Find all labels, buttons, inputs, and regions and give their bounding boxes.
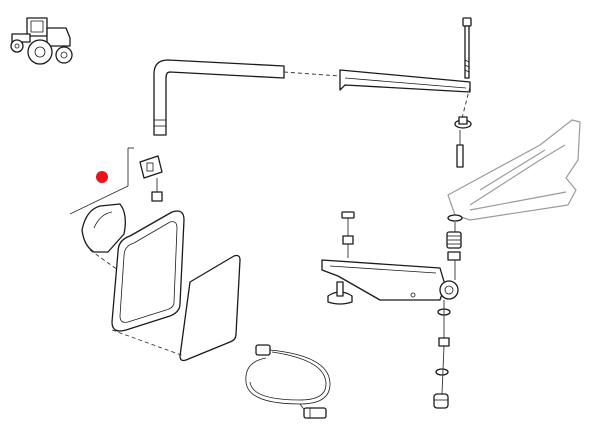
spring-stack[interactable] [446,231,462,249]
cable-harness[interactable] [245,344,331,419]
mirror-frame[interactable] [111,210,185,332]
long-bolt[interactable] [462,17,472,79]
pivot-pin[interactable] [456,144,464,168]
washer-bottom[interactable] [435,368,449,376]
tractor-icon[interactable] [10,17,73,65]
mirror-arm-rod[interactable] [153,59,341,136]
mirror-glass[interactable] [179,254,241,362]
clip-nut[interactable] [151,191,163,202]
lower-arm-bracket[interactable] [321,259,459,301]
mirror-clip[interactable] [139,155,163,179]
washer-mid[interactable] [447,214,463,222]
nut-lower[interactable] [438,337,450,347]
highlight-marker-dot[interactable] [96,171,108,183]
mounting-bracket-faded [447,119,581,221]
pivot-washer-top[interactable] [454,116,472,129]
upper-arm-bar[interactable] [339,69,471,119]
cap-nut-bottom[interactable] [433,393,449,409]
mirror-back-cap[interactable] [81,203,126,253]
wing-knob[interactable] [327,281,353,305]
lower-arm-bolt[interactable] [341,211,355,258]
nut-mid[interactable] [447,251,461,261]
